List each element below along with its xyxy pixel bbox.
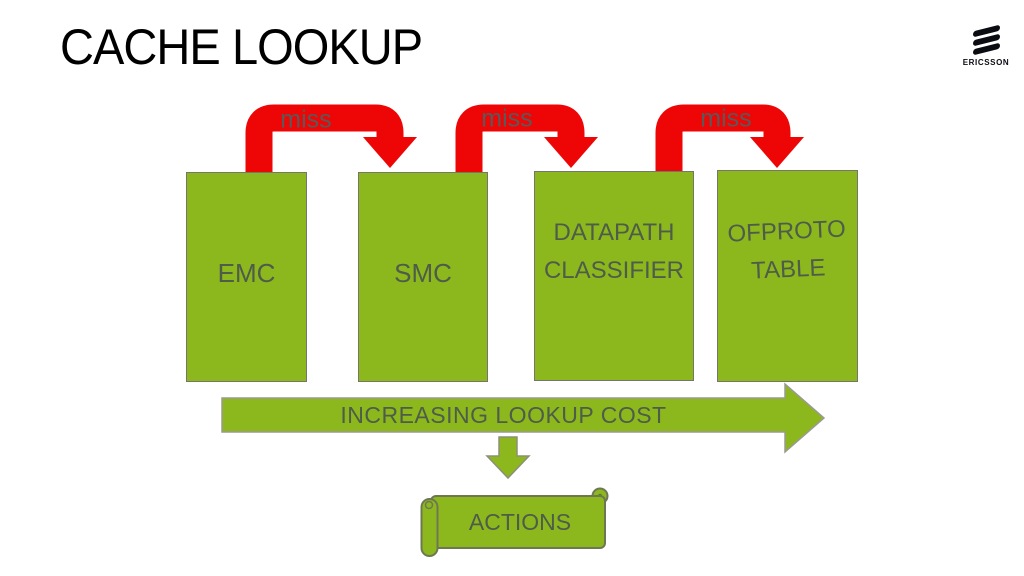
actions-label: ACTIONS — [468, 508, 572, 535]
miss-arrow-3 — [655, 104, 804, 178]
box-emc-label: EMC — [217, 257, 276, 288]
cost-arrow-shape — [221, 382, 826, 454]
miss-label-3: miss — [700, 104, 752, 133]
ericsson-logo-text: ERICSSON — [962, 58, 1010, 67]
miss-arrow-2 — [455, 104, 598, 178]
box-ofproto-table: OFPROTO TABLE — [717, 170, 858, 382]
box-datapath-classifier-label: DATAPATH CLASSIFIER — [543, 219, 685, 284]
down-arrow — [485, 436, 531, 480]
box-smc: SMC — [358, 172, 488, 382]
cost-arrow-label: INCREASING LOOKUP COST — [340, 401, 667, 428]
box-emc: EMC — [186, 172, 307, 382]
box-datapath-classifier: DATAPATH CLASSIFIER — [534, 171, 694, 381]
ericsson-logo: ERICSSON — [946, 24, 1024, 67]
box-smc-label: SMC — [394, 257, 452, 288]
box-ofproto-table-label: OFPROTO TABLE — [726, 215, 847, 285]
miss-label-1: miss — [280, 105, 332, 134]
miss-arrow-1 — [245, 104, 417, 178]
actions-scroll-shape — [420, 487, 609, 557]
miss-label-2: miss — [481, 104, 533, 133]
page-title: CACHE LOOKUP — [60, 19, 423, 75]
ericsson-logo-icon — [946, 24, 1024, 56]
